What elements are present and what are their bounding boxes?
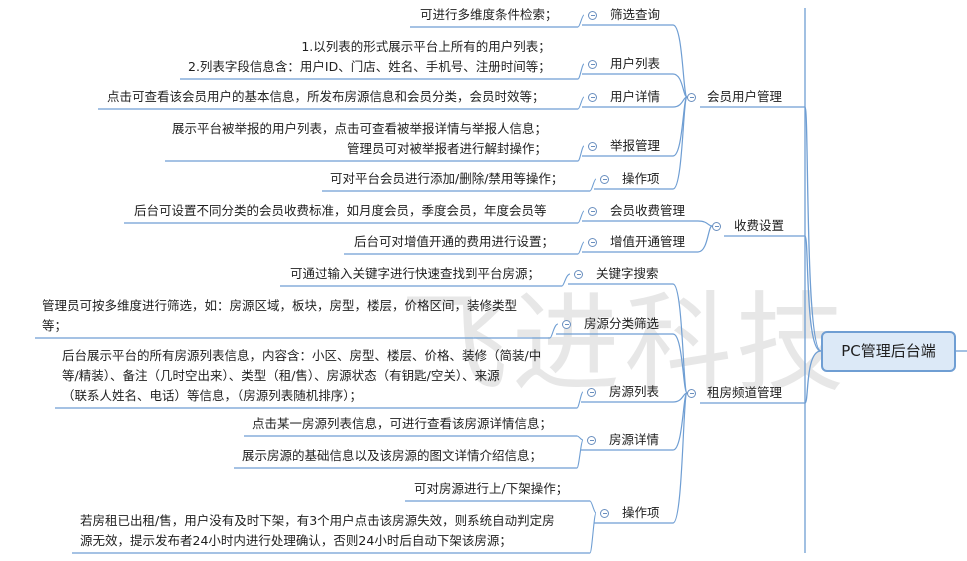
- leaf-text: 1.以列表的形式展示平台上所有的用户列表； 2.列表字段信息含：用户ID、门店、…: [188, 39, 551, 74]
- collapse-toggle-icon[interactable]: [687, 93, 696, 102]
- child-connector: [697, 220, 713, 227]
- leaf-text: 可对平台会员进行添加/删除/禁用等操作；: [330, 171, 564, 186]
- collapse-toggle-icon[interactable]: [588, 142, 597, 151]
- branch-connector: [804, 235, 822, 352]
- child-connector: [672, 96, 688, 190]
- branch-connector: [804, 106, 822, 352]
- collapse-toggle-icon[interactable]: [588, 238, 597, 247]
- category-node[interactable]: 用户详情: [610, 89, 661, 104]
- leaf-connector: [577, 96, 585, 110]
- leaf-connector: [577, 63, 585, 80]
- leaf-text: 可对房源进行上/下架操作；: [414, 481, 569, 496]
- leaf-text: 管理员可按多维度进行筛选，如：房源区域，板块，房型，楼层，价格区间，装修类型 等…: [42, 298, 518, 333]
- branch-connector: [804, 350, 822, 404]
- leaf-connector: [577, 210, 585, 224]
- category-node[interactable]: 会员收费管理: [610, 203, 686, 218]
- leaf-text: 点击可查看该会员用户的基本信息，所发布房源信息和会员分类，会员时效等；: [107, 89, 545, 104]
- category-node[interactable]: 房源列表: [609, 384, 660, 399]
- category-node[interactable]: 关键字搜索: [596, 266, 659, 281]
- leaf-text: 可通过输入关键字进行快速查找到平台房源；: [290, 266, 541, 281]
- leaf-text: 展示房源的基础信息以及该房源的图文详情介绍信息；: [242, 448, 543, 463]
- child-connector: [672, 333, 688, 394]
- collapse-toggle-icon[interactable]: [588, 11, 597, 20]
- category-node[interactable]: 用户列表: [610, 56, 661, 71]
- leaf-connector: [561, 273, 571, 287]
- leaf-connector: [577, 14, 585, 28]
- leaf-connector: [589, 500, 597, 514]
- branch-label[interactable]: 会员用户管理: [707, 89, 783, 104]
- leaf-connector: [577, 145, 585, 162]
- child-connector: [672, 24, 688, 98]
- leaf-text: 可进行多维度条件检索；: [420, 7, 558, 22]
- leaf-connector: [576, 439, 584, 469]
- leaf-text: 展示平台被举报的用户列表，点击可查看被举报详情与举报人信息； 管理员可对被举报者…: [172, 121, 548, 156]
- leaf-text: 若房租已出租/售，用户没有及时下架，有3个用户点击该房源失效，则系统自动判定房 …: [80, 513, 555, 548]
- leaf-text: 后台可设置不同分类的会员收费标准，如月度会员，季度会员，年度会员等: [134, 203, 547, 218]
- collapse-toggle-icon[interactable]: [712, 222, 721, 231]
- collapse-toggle-icon[interactable]: [600, 175, 609, 184]
- collapse-toggle-icon[interactable]: [588, 93, 597, 102]
- category-node[interactable]: 操作项: [622, 171, 660, 186]
- collapse-toggle-icon[interactable]: [587, 436, 596, 445]
- category-node[interactable]: 房源分类筛选: [584, 316, 660, 331]
- watermark-text: 飞进科技: [400, 282, 849, 407]
- leaf-text: 后台展示平台的所有房源列表信息，内容含：小区、房型、楼层、价格、装修（简装/中 …: [62, 348, 542, 403]
- leaf-connector: [576, 435, 584, 441]
- branch-label[interactable]: 收费设置: [734, 218, 785, 233]
- collapse-toggle-icon[interactable]: [588, 207, 597, 216]
- category-node[interactable]: 房源详情: [609, 432, 660, 447]
- collapse-toggle-icon[interactable]: [600, 509, 609, 518]
- child-connector: [672, 392, 688, 403]
- category-node[interactable]: 举报管理: [610, 138, 661, 153]
- collapse-toggle-icon[interactable]: [562, 320, 571, 329]
- root-node[interactable]: PC管理后台端: [821, 331, 956, 372]
- child-connector: [672, 392, 688, 524]
- category-node[interactable]: 增值开通管理: [610, 234, 686, 249]
- leaf-connector: [576, 391, 584, 409]
- collapse-toggle-icon[interactable]: [588, 60, 597, 69]
- category-node[interactable]: 筛选查询: [610, 7, 661, 22]
- collapse-toggle-icon[interactable]: [574, 270, 583, 279]
- child-connector: [697, 225, 713, 253]
- leaf-connector: [549, 323, 559, 339]
- collapse-toggle-icon[interactable]: [587, 388, 596, 397]
- collapse-toggle-icon[interactable]: [687, 389, 696, 398]
- child-connector: [672, 73, 688, 98]
- leaf-text: 点击某一房源列表信息，可进行查看该房源详情信息；: [252, 416, 553, 431]
- leaf-connector: [589, 178, 597, 192]
- leaf-connector: [589, 512, 597, 554]
- category-node[interactable]: 操作项: [622, 505, 660, 520]
- leaf-connector: [577, 241, 585, 255]
- leaf-text: 后台可对增值开通的费用进行设置；: [354, 234, 555, 249]
- child-connector: [672, 283, 688, 394]
- branch-label[interactable]: 租房频道管理: [707, 385, 783, 400]
